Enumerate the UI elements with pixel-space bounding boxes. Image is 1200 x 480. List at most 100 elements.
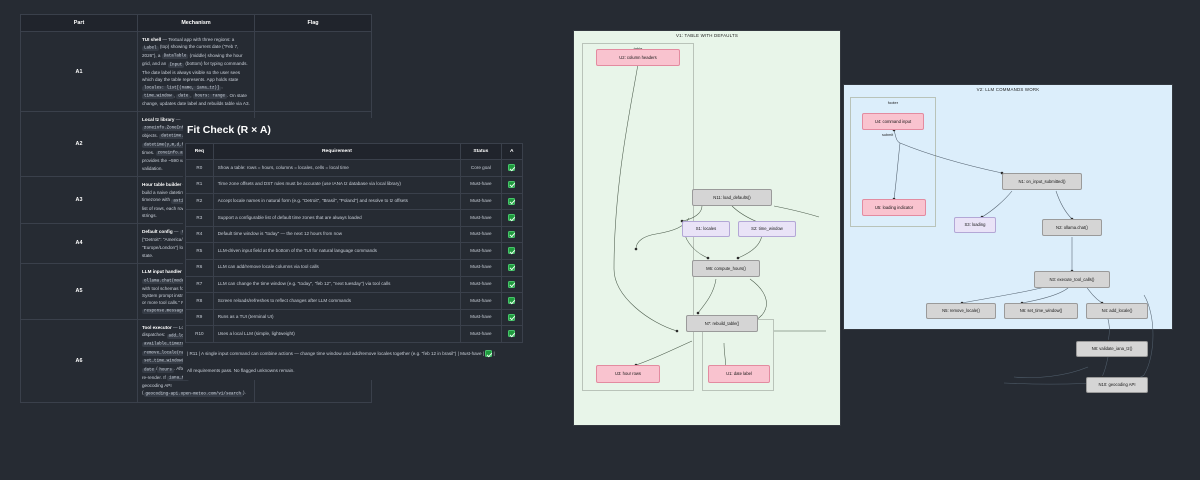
check-icon xyxy=(508,214,516,222)
fit-req-id: R4 xyxy=(185,225,214,244)
fit-req-id: R5 xyxy=(185,242,214,261)
fit-req-id: R0 xyxy=(185,159,214,177)
fit-check-header-row: Req Requirement Status A xyxy=(185,142,524,161)
fit-req-id: R2 xyxy=(185,192,214,211)
mechanism-col-flag: Flag xyxy=(254,13,372,33)
node-u2-column-headers[interactable]: U2: column headers xyxy=(596,49,680,66)
mechanism-col-part: Part xyxy=(20,13,138,33)
fit-req-description: Show a table: rows = hours, columns = lo… xyxy=(212,159,462,177)
mechanism-description-cell: TUI shell — Textual app with three regio… xyxy=(137,31,255,113)
fit-a-cell xyxy=(500,192,524,211)
mechanism-flag-cell xyxy=(254,31,372,113)
node-n2-ollama-chat[interactable]: N2: ollama.chat() xyxy=(1042,219,1102,236)
check-icon xyxy=(508,180,516,188)
node-u5-loading-indicator[interactable]: U5: loading indicator xyxy=(862,199,926,216)
node-n4-add-locale[interactable]: N4: add_locale() xyxy=(1086,303,1148,319)
node-n8-validate-iana-tz[interactable]: N8: validate_iana_tz() xyxy=(1076,341,1148,357)
panel-v2-title: V2: LLM COMMANDS WORK xyxy=(976,87,1040,92)
fit-req-id: R1 xyxy=(185,175,214,194)
status-badge: Must-have xyxy=(460,192,502,211)
edge-label-submit: submit xyxy=(882,133,894,137)
fit-req-id: R3 xyxy=(185,209,214,227)
node-u3-hour-rows[interactable]: U3: hour rows xyxy=(596,365,660,383)
node-n6-set-time-window[interactable]: N6: set_time_window() xyxy=(1004,303,1078,319)
node-u1-date-label[interactable]: U1: date label xyxy=(708,365,770,383)
fit-req-description: LLM can change the time window (e.g. "to… xyxy=(212,275,462,294)
fit-col-requirement: Requirement xyxy=(212,142,462,161)
fit-col-a: A xyxy=(500,142,524,161)
node-s2-time-window[interactable]: S2: time_window xyxy=(738,221,796,237)
status-badge: Core goal xyxy=(460,159,502,177)
fit-a-cell xyxy=(500,259,524,277)
status-badge: Must-have xyxy=(460,275,502,294)
all-requirements-pass-note: All requirements pass. No flagged unknow… xyxy=(187,367,295,373)
fit-req-description: Screen reloads/refreshes to reflect chan… xyxy=(212,292,462,310)
node-n5-remove-locale[interactable]: N5: remove_locale() xyxy=(926,303,996,319)
subgraph-table-label: table xyxy=(583,46,693,51)
fit-a-cell xyxy=(500,209,524,227)
fit-a-cell xyxy=(500,292,524,310)
node-u4-command-input[interactable]: U4: command input xyxy=(862,113,924,130)
fit-req-description: Accept locale names in natural form (e.g… xyxy=(212,192,462,211)
node-n7-rebuild-table[interactable]: N7: rebuild_table() xyxy=(686,315,758,332)
fit-a-cell xyxy=(500,325,524,344)
page-title: Fit Check (R × A) xyxy=(187,124,271,136)
mechanism-part-cell: A6 xyxy=(20,319,138,403)
fit-req-description: LLM can add/remove locale columns via to… xyxy=(212,259,462,277)
check-icon xyxy=(508,247,516,255)
check-icon xyxy=(508,330,516,338)
node-n10-geocoding-api[interactable]: N10: geocoding API xyxy=(1086,377,1148,393)
subgraph-footer-label: footer xyxy=(887,100,899,105)
node-n3-execute-tool-calls[interactable]: N3: execute_tool_calls() xyxy=(1034,271,1110,288)
fit-col-status: Status xyxy=(460,142,502,161)
node-s1-locales[interactable]: S1: locales xyxy=(682,221,730,237)
check-icon xyxy=(508,197,516,205)
subgraph-footer: footer xyxy=(850,97,936,227)
fit-req-id: R7 xyxy=(185,275,214,294)
status-badge: Must-have xyxy=(460,259,502,277)
diagram-panel-v1: V1: TABLE WITH DEFAULTS table header xyxy=(573,30,841,426)
status-badge: Must-have xyxy=(460,209,502,227)
mechanism-part-cell: A2 xyxy=(20,111,138,177)
requirement-r11-note: | R11 | A single input command can combi… xyxy=(187,350,495,358)
status-badge: Must-have xyxy=(460,225,502,244)
status-badge: Must-have xyxy=(460,308,502,327)
fit-req-id: R9 xyxy=(185,308,214,327)
mechanism-part-cell: A3 xyxy=(20,175,138,224)
fit-req-description: LLM-driven input field at the bottom of … xyxy=(212,242,462,261)
diagram-panel-v2: V2: LLM COMMANDS WORK footer xyxy=(843,84,1173,393)
fit-req-description: Support a configurable list of default t… xyxy=(212,209,462,227)
check-icon xyxy=(508,264,516,272)
node-m6-compute-hours[interactable]: M6: compute_hours() xyxy=(692,260,760,277)
check-icon xyxy=(508,280,516,288)
mechanism-part-cell: A5 xyxy=(20,263,138,321)
status-badge: Must-have xyxy=(460,292,502,310)
fit-a-cell xyxy=(500,275,524,294)
fit-req-id: R10 xyxy=(185,325,214,344)
fit-a-cell xyxy=(500,175,524,194)
node-s3-loading[interactable]: S3: loading xyxy=(954,217,996,233)
node-n11-load-defaults[interactable]: N11: load_defaults() xyxy=(692,189,772,206)
check-icon xyxy=(508,297,516,305)
check-icon xyxy=(508,313,516,321)
fit-req-description: Runs as a TUI (terminal UI) xyxy=(212,308,462,327)
node-n1-on-input-submitted[interactable]: N1: on_input_submitted() xyxy=(1002,173,1082,190)
check-icon xyxy=(485,350,493,358)
fit-check-panel: Fit Check (R × A) Req Requirement Status… xyxy=(183,118,524,381)
status-badge: Must-have xyxy=(460,242,502,261)
